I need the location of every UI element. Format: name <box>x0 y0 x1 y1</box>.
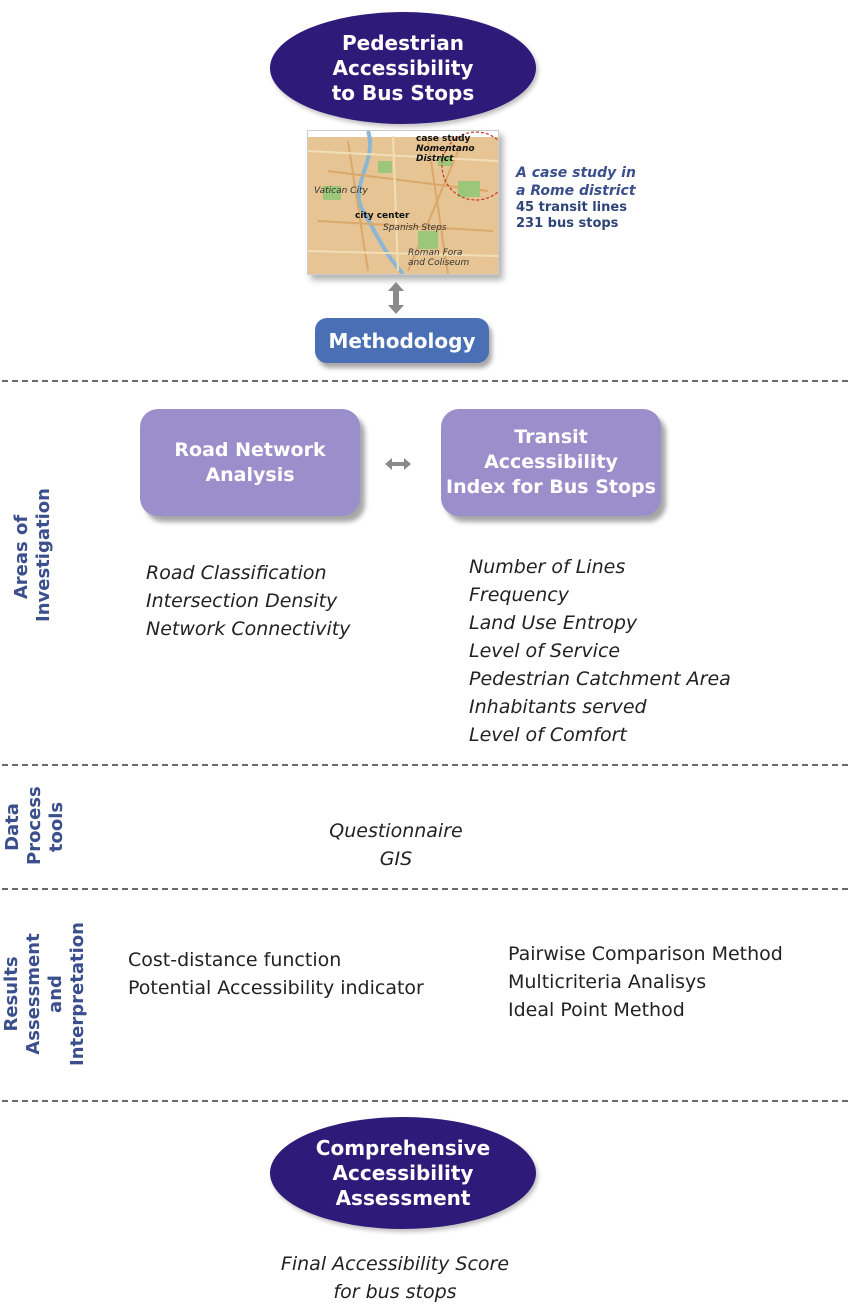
double-vertical-arrow-icon <box>388 282 404 314</box>
divider-3 <box>2 888 848 890</box>
case-study-transit-lines: 45 transit lines <box>516 200 627 215</box>
methodology-label: Methodology <box>328 328 476 353</box>
case-study-bus-stops: 231 bus stops <box>516 216 619 231</box>
list-item: Intersection Density <box>146 590 338 612</box>
case-study-line2: a Rome district <box>516 183 636 199</box>
areas-of-investigation-label: Areas of Investigation <box>11 488 54 622</box>
final-score-caption-line2: for bus stops <box>333 1281 457 1303</box>
methodology-box: Methodology <box>315 318 489 363</box>
final-score-caption-line1: Final Accessibility Score <box>280 1253 510 1275</box>
list-item: Ideal Point Method <box>508 999 685 1021</box>
data-tools-list: Questionnaire GIS <box>296 817 496 873</box>
divider-4 <box>2 1100 848 1102</box>
list-item: GIS <box>379 848 413 870</box>
comprehensive-assessment-ellipse: Comprehensive Accessibility Assessment <box>270 1117 536 1229</box>
list-item: Road Classification <box>146 562 327 584</box>
list-item: Network Connectivity <box>146 618 351 640</box>
case-study-info: A case study in a Rome district 45 trans… <box>516 164 636 232</box>
map-label-district: Nomentano District <box>416 144 475 164</box>
road-network-analysis-box: Road Network Analysis <box>140 409 360 516</box>
transit-index-list: Number of Lines Frequency Land Use Entro… <box>469 553 731 749</box>
comprehensive-assessment-title: Comprehensive Accessibility Assessment <box>315 1135 491 1210</box>
list-item: Pedestrian Catchment Area <box>469 668 731 690</box>
transit-accessibility-index-box: Transit Accessibility Index for Bus Stop… <box>441 409 661 516</box>
double-horizontal-arrow-icon <box>385 458 411 470</box>
case-study-line1: A case study in <box>516 165 636 181</box>
transit-accessibility-index-title: Transit Accessibility Index for Bus Stop… <box>446 426 656 498</box>
final-score-caption: Final Accessibility Score for bus stops <box>220 1250 570 1306</box>
map-label-vatican: Vatican City <box>314 186 368 196</box>
list-item: Questionnaire <box>329 820 463 842</box>
results-right-list: Pairwise Comparison Method Multicriteria… <box>508 940 783 1024</box>
map-label-roman-fora: Roman Fora and Coliseum <box>408 248 470 268</box>
list-item: Pairwise Comparison Method <box>508 943 783 965</box>
road-network-analysis-title: Road Network Analysis <box>174 438 326 486</box>
list-item: Land Use Entropy <box>469 612 638 634</box>
rome-map-drawing <box>308 131 498 274</box>
list-item: Potential Accessibility indicator <box>128 977 424 999</box>
map-label-city-center: city center <box>355 211 410 221</box>
list-item: Inhabitants served <box>469 696 647 718</box>
list-item: Level of Service <box>469 640 621 662</box>
divider-2 <box>2 764 848 766</box>
rome-map-image: case study Nomentano District Vatican Ci… <box>307 130 499 275</box>
divider-1 <box>2 380 848 382</box>
list-item: Level of Comfort <box>469 724 627 746</box>
pedestrian-accessibility-title: Pedestrian Accessibility to Bus Stops <box>331 30 475 105</box>
pedestrian-accessibility-ellipse: Pedestrian Accessibility to Bus Stops <box>270 12 536 124</box>
map-label-spanish-steps: Spanish Steps <box>383 223 447 233</box>
list-item: Multicriteria Analisys <box>508 971 707 993</box>
data-process-tools-label: Data Process tools <box>2 786 67 865</box>
list-item: Number of Lines <box>469 556 626 578</box>
list-item: Cost-distance function <box>128 949 342 971</box>
map-label-case-study: case study <box>416 134 471 144</box>
results-left-list: Cost-distance function Potential Accessi… <box>128 946 424 1002</box>
list-item: Frequency <box>469 584 569 606</box>
road-network-list: Road Classification Intersection Density… <box>146 559 350 643</box>
results-assessment-label: Results Assessment and Interpretation <box>1 922 88 1066</box>
